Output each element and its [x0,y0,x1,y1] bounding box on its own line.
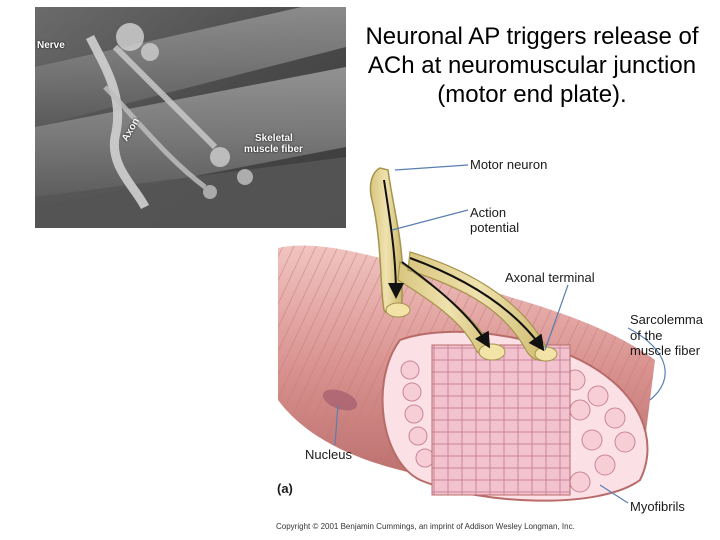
micrograph-label-muscle-fiber: muscle fiber [244,144,303,155]
leader-axonal-terminal [544,284,569,351]
micrograph-label-nerve: Nerve [37,40,65,51]
action-potential-arrow-right [409,257,545,352]
leader-action-potential [391,209,469,231]
leader-myofibrils [599,484,629,504]
nucleus-shape [322,389,358,411]
micrograph-label-skeletal: Skeletal [255,133,293,144]
label-potential: potential [470,220,520,235]
label-motor-neuron: Motor neuron [470,157,548,172]
axon-branch-right [407,251,551,362]
action-potential-arrow [383,179,404,299]
leader-nucleus [334,404,339,446]
label-sarcolemma-2: of the [630,328,663,343]
copyright-notice: Copyright © 2001 Benjamin Cummings, an i… [276,522,575,531]
leader-motor-neuron [394,164,469,171]
axonal-terminal-right [534,346,558,362]
label-axonal-terminal: Axonal terminal [505,270,595,285]
sarcomere-grid [431,344,571,496]
label-action: Action [470,205,507,220]
label-sarcolemma-3: muscle fiber [630,343,701,358]
electron-micrograph [35,7,346,228]
label-panel-a: (a) [277,481,293,496]
slide-title: Neuronal AP triggers release of ACh at n… [365,23,699,108]
leader-sarcolemma [627,327,666,401]
motor-neuron-axon [369,167,403,315]
label-myofibrils: Myofibrils [630,499,685,514]
label-sarcolemma-1: Sarcolemma [630,312,703,327]
label-nucleus: Nucleus [305,447,352,462]
action-potential-arrow-left [401,261,491,349]
axonal-terminal-mid [385,302,411,318]
axonal-terminal-left [478,343,506,361]
